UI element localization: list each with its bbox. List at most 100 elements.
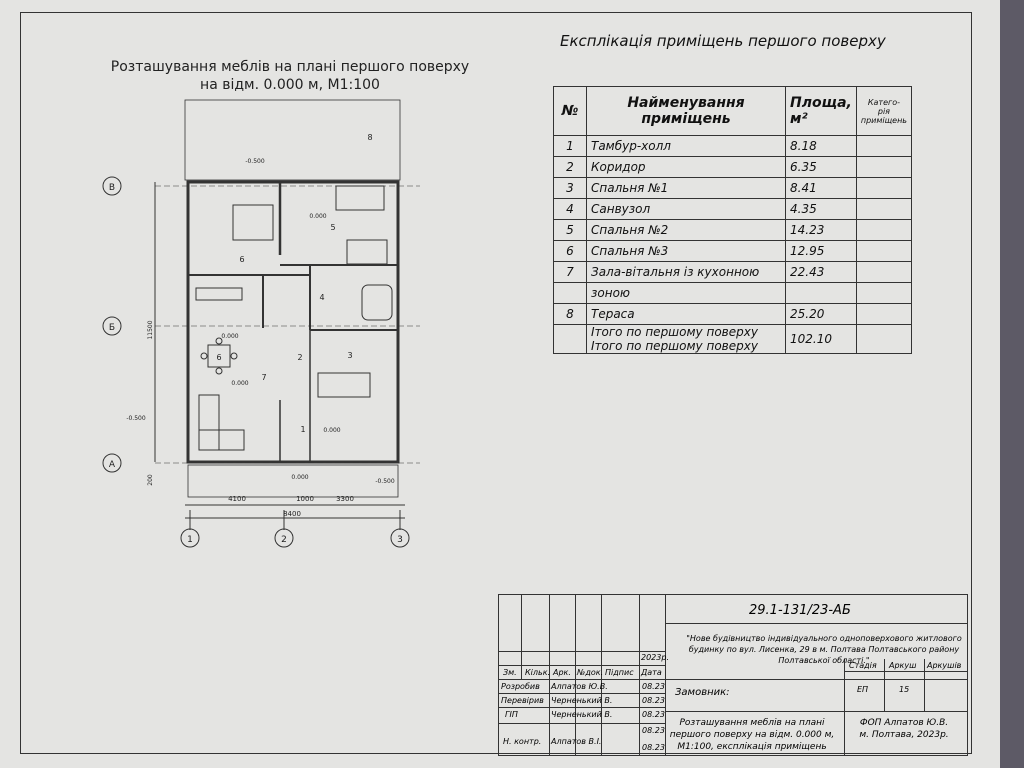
row-name: Коридор xyxy=(586,156,786,178)
total-area: 102.10 xyxy=(785,324,857,354)
date: 08.23 xyxy=(642,682,665,691)
row-name: Зала-вітальня із кухонною xyxy=(586,261,786,283)
col-header: Арк. xyxy=(553,668,571,677)
row-cat xyxy=(855,261,913,283)
title-block: 29.1-131/23-АБ "Нове будівництво індивід… xyxy=(498,594,968,756)
col-header: Кільк. xyxy=(525,668,551,677)
header-area-line1: Площа, xyxy=(790,95,852,111)
room-number: 5 xyxy=(330,223,335,232)
room-number: 8 xyxy=(367,133,372,142)
date: 08.23 xyxy=(642,710,665,719)
row-name: Спальня №2 xyxy=(586,219,786,241)
row-no: 1 xyxy=(553,135,587,157)
header-cat-line1: Катего- xyxy=(867,97,900,107)
year: 2023р. xyxy=(641,653,669,662)
plan-title-line1: Розташування меблів на плані першого пов… xyxy=(110,59,470,75)
level-mark: 0.000 xyxy=(323,427,340,434)
row-area: 22.43 xyxy=(785,261,857,283)
col-header: Зм. xyxy=(503,668,517,677)
row-no: 7 xyxy=(553,261,587,283)
level-mark: -0.500 xyxy=(245,158,265,165)
row-area: 14.23 xyxy=(785,219,857,241)
total-line1: Ітого по першому поверху xyxy=(591,325,758,339)
dim-label: 1000 xyxy=(296,495,314,503)
row-no xyxy=(553,324,587,354)
date: 08.23 xyxy=(642,726,665,735)
axis-row-label: А xyxy=(109,460,116,470)
row-name: Спальня №3 xyxy=(586,240,786,262)
header-name-line2: приміщень xyxy=(641,111,731,127)
row-no: 8 xyxy=(553,303,587,325)
level-mark: -0.500 xyxy=(126,415,146,422)
axis-col-label: 2 xyxy=(281,535,287,545)
total-line2: Ітого по першому поверху xyxy=(591,339,758,353)
row-cat xyxy=(855,177,913,199)
room-number: 6 xyxy=(239,255,244,264)
stage-value: ЕП xyxy=(857,685,869,694)
level-mark: 0.000 xyxy=(221,333,238,340)
role-label: Розробив xyxy=(501,682,540,691)
org-line1: ФОП Алпатов Ю.В. xyxy=(859,718,949,728)
customer-label: Замовник: xyxy=(675,687,730,698)
axis-row-label: Б xyxy=(109,323,115,333)
row-no xyxy=(553,282,587,304)
header-area-line2: м² xyxy=(790,111,808,127)
row-cat xyxy=(855,198,913,220)
row-name: Тамбур-холл xyxy=(586,135,786,157)
role-label: Н. контр. xyxy=(503,737,542,746)
row-cat xyxy=(855,240,913,262)
role-label: Перевірив xyxy=(501,696,544,705)
dim-side-small-label: 200 xyxy=(147,474,154,486)
dim-label: 4100 xyxy=(228,495,246,503)
plan-title-line2: на відм. 0.000 м, М1:100 xyxy=(200,77,380,93)
person-name: Алпатов Ю.В. xyxy=(551,682,608,691)
stage-header: Стадія xyxy=(849,661,877,670)
table-row: зоною xyxy=(553,282,913,304)
role-label: ГІП xyxy=(505,710,518,719)
dim-label: 3300 xyxy=(336,495,354,503)
row-cat xyxy=(855,135,913,157)
person-name: Алпатов В.І. xyxy=(551,737,602,746)
col-header: Підпис xyxy=(605,668,634,677)
person-name: Черненький В. xyxy=(551,696,613,705)
organization: ФОП Алпатов Ю.В. м. Полтава, 2023р. xyxy=(844,717,964,741)
row-area: 25.20 xyxy=(785,303,857,325)
plan-title: Розташування меблів на плані першого пов… xyxy=(80,58,500,94)
row-area: 6.35 xyxy=(785,156,857,178)
room-number: 7 xyxy=(261,373,266,382)
col-header: №док. xyxy=(577,668,604,677)
row-no: 2 xyxy=(553,156,587,178)
header-no: № xyxy=(553,86,587,136)
row-name: зоною xyxy=(586,282,786,304)
row-no: 3 xyxy=(553,177,587,199)
header-area: Площа,м² xyxy=(785,86,857,136)
drawing-title: Розташування меблів на плані першого пов… xyxy=(669,718,835,752)
dim-total-label: 8400 xyxy=(283,510,301,518)
level-mark: 0.000 xyxy=(231,380,248,387)
row-name: Санвузол xyxy=(586,198,786,220)
dim-side-label: 11500 xyxy=(147,320,154,339)
row-area xyxy=(785,282,857,304)
row-name: Тераса xyxy=(586,303,786,325)
row-name: Спальня №1 xyxy=(586,177,786,199)
axis-col-label: 1 xyxy=(187,535,193,545)
row-cat xyxy=(855,303,913,325)
row-no: 6 xyxy=(553,240,587,262)
header-cat-line2: рія xyxy=(877,106,890,116)
row-cat xyxy=(855,324,913,354)
date: 08.23 xyxy=(642,696,665,705)
row-area: 4.35 xyxy=(785,198,857,220)
project-description: "Нове будівництво індивідуального однопо… xyxy=(686,634,962,665)
